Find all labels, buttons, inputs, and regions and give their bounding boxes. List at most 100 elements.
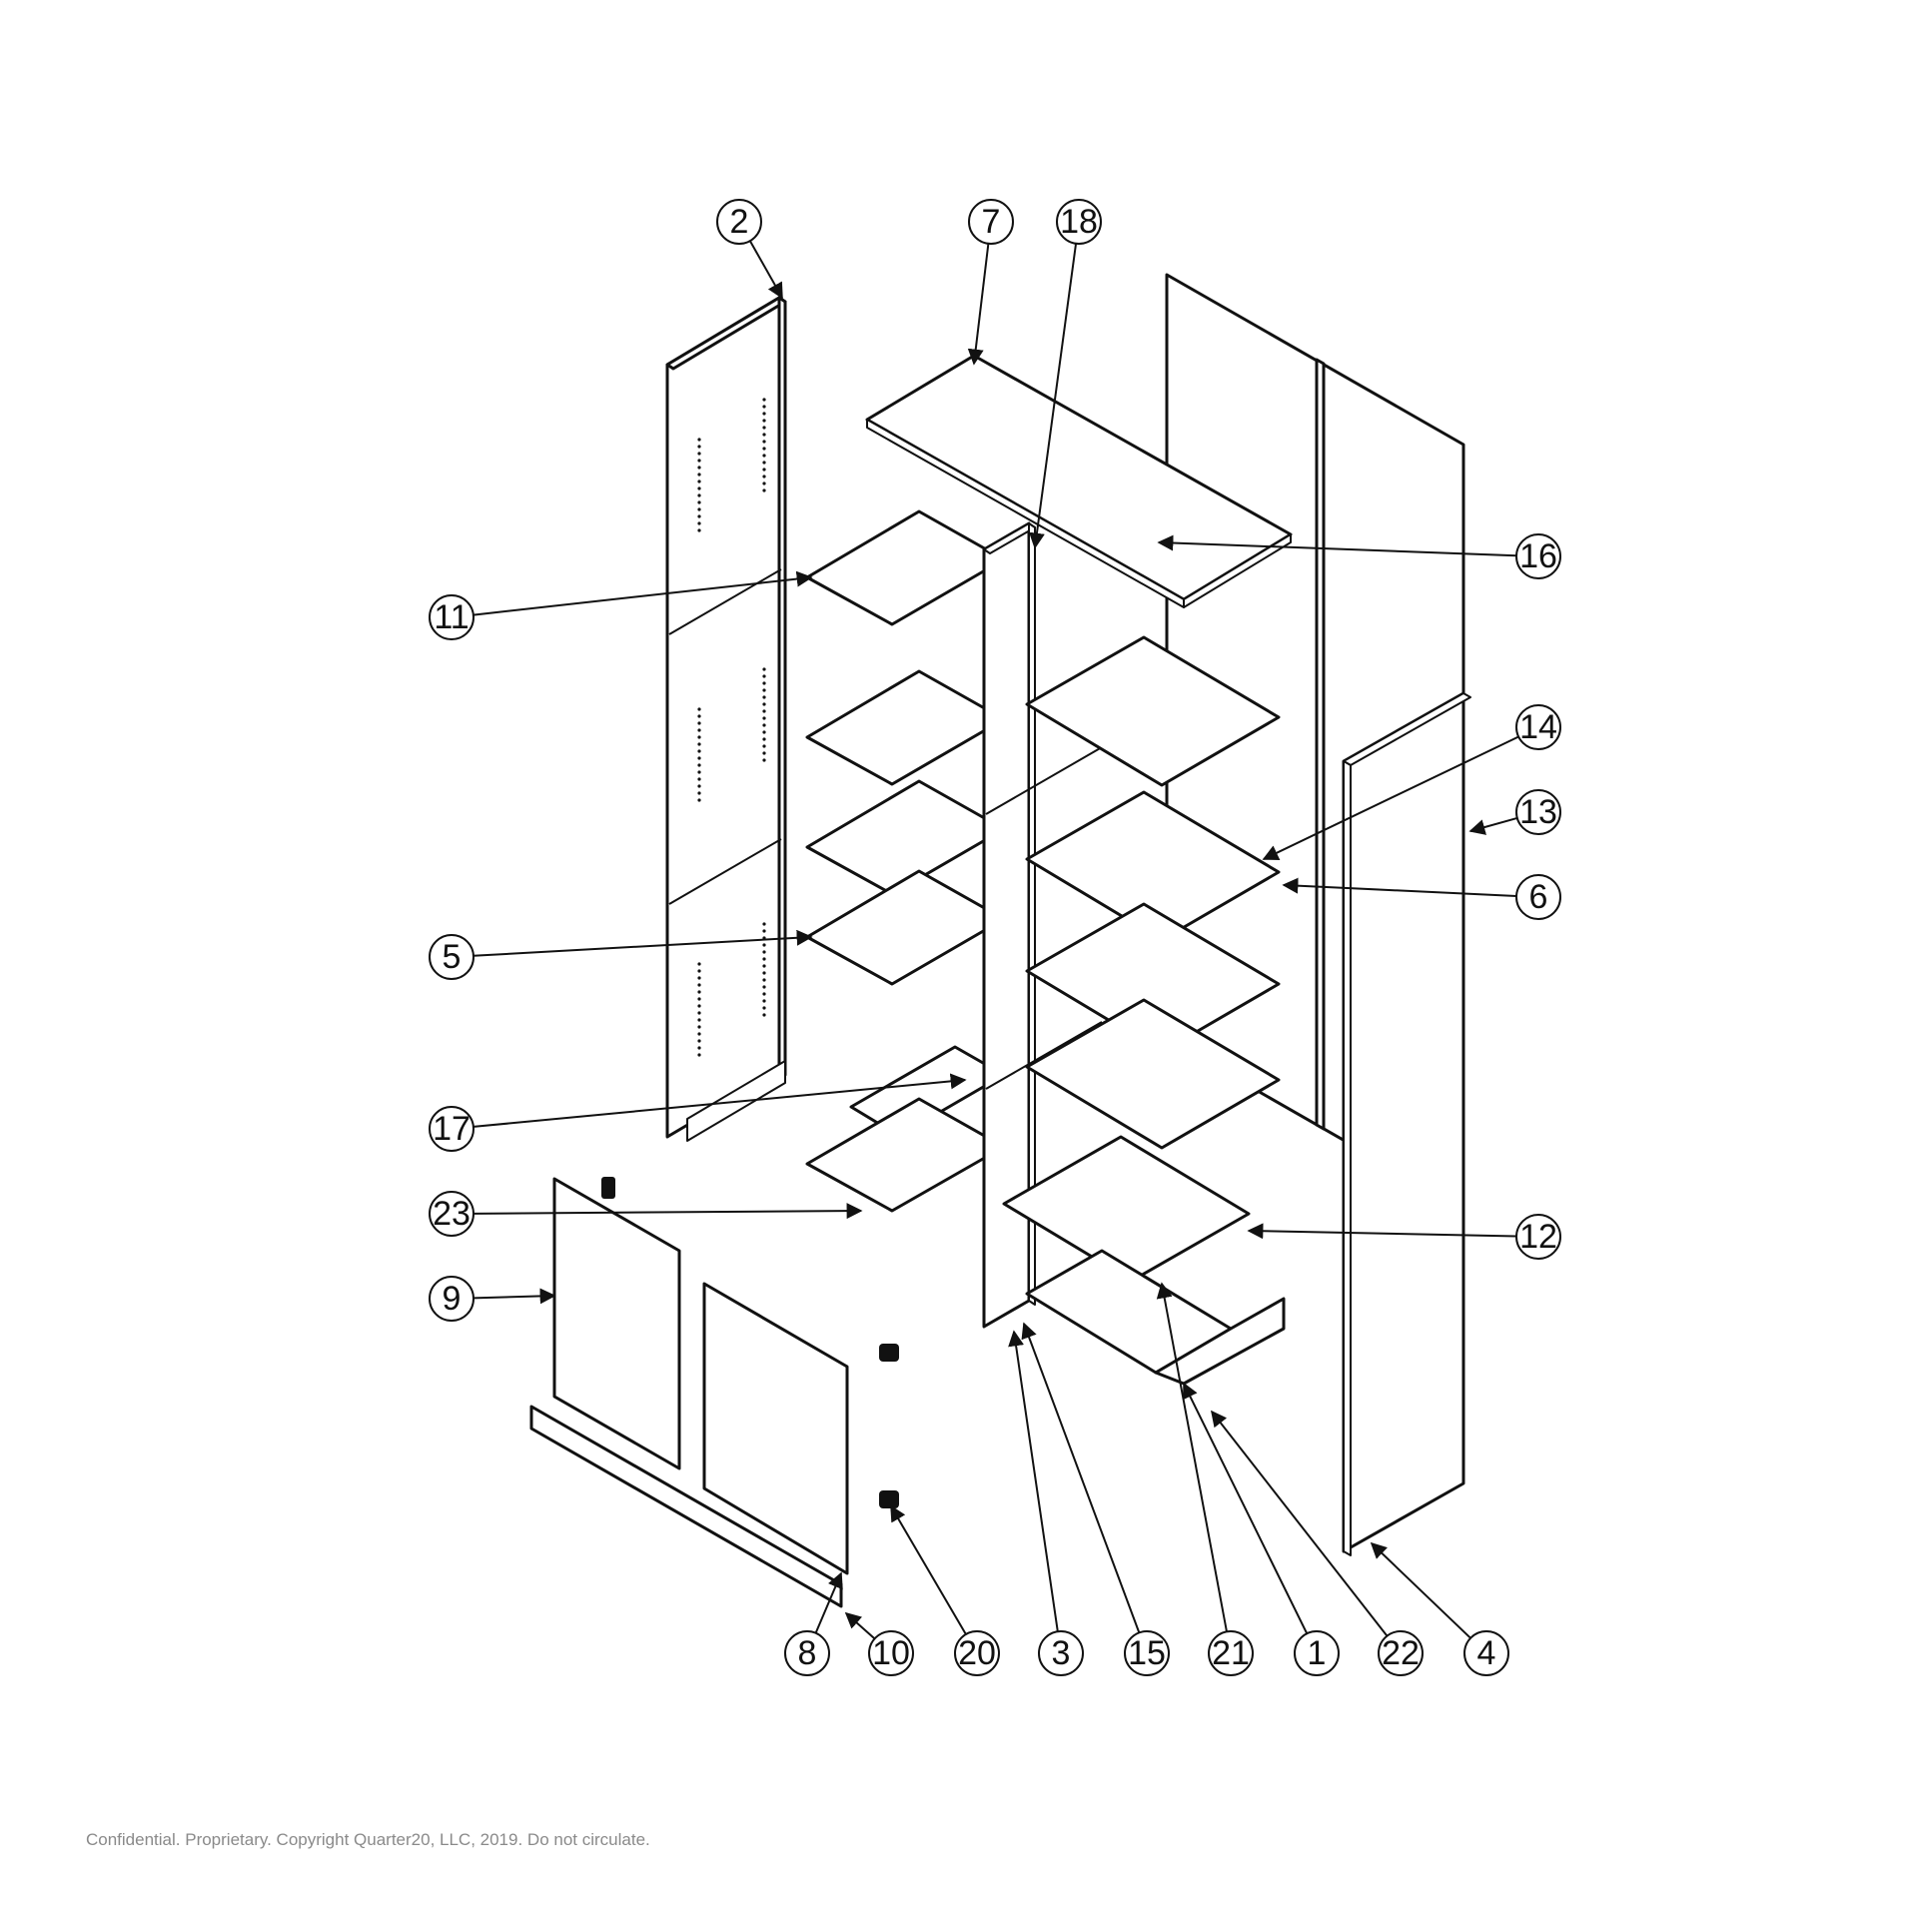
callout-leader-arrow — [890, 1504, 967, 1635]
left-panel-shelf-pin-holes — [697, 398, 766, 1057]
callout-22: 22 — [1211, 1410, 1424, 1676]
callout-leader-arrow — [1370, 1541, 1471, 1639]
callout-leader-arrow — [473, 1288, 556, 1305]
callout-8: 8 — [784, 1571, 843, 1676]
callout-leader-arrow — [1211, 1410, 1389, 1637]
callout-number: 10 — [872, 1634, 910, 1672]
left-door — [552, 1177, 681, 1470]
callout-6: 6 — [1282, 874, 1561, 920]
callout-leader-arrow — [748, 240, 783, 300]
callout-circle — [784, 1630, 830, 1676]
copyright-notice: Confidential. Proprietary. Copyright Qua… — [86, 1830, 650, 1849]
callout-circle — [429, 1191, 475, 1237]
callout-circle — [1294, 1630, 1340, 1676]
callout-number: 5 — [443, 938, 462, 976]
callout-16: 16 — [1157, 533, 1561, 579]
hinge-hardware — [601, 1177, 899, 1508]
callout-number: 1 — [1308, 1634, 1327, 1672]
callout-leader-arrow — [1021, 1322, 1141, 1633]
callout-leader-arrow — [1157, 534, 1517, 557]
callout-circle — [954, 1630, 1000, 1676]
callout-number: 16 — [1519, 537, 1557, 575]
callout-leader-arrow — [1262, 735, 1519, 860]
callout-leader-arrow — [1183, 1382, 1309, 1634]
callout-leader-arrow — [1028, 243, 1078, 549]
callout-circle — [1038, 1630, 1084, 1676]
callout-circle — [429, 594, 475, 640]
callout-number: 23 — [433, 1195, 471, 1233]
callout-10: 10 — [844, 1611, 914, 1676]
callouts: 2 7 18 16 11 14 13 6 5 17 23 12 9 8 10 20 3 15 21 1 22 4 — [429, 199, 1561, 1676]
callout-number: 14 — [1519, 708, 1557, 746]
callout-circle — [1515, 1214, 1561, 1260]
callout-number: 21 — [1212, 1634, 1250, 1672]
right-bay-shelves — [1002, 635, 1286, 1386]
callout-circle — [1515, 874, 1561, 920]
callout-circle — [429, 1276, 475, 1322]
callout-15: 15 — [1021, 1322, 1170, 1676]
callout-number: 7 — [982, 203, 1001, 241]
callout-number: 12 — [1519, 1218, 1557, 1256]
callout-leader-arrow — [814, 1571, 843, 1634]
callout-12: 12 — [1247, 1214, 1561, 1260]
callout-number: 11 — [434, 598, 469, 636]
callout-circle — [1124, 1630, 1170, 1676]
callout-circle — [1378, 1630, 1424, 1676]
callout-leader-arrow — [473, 929, 813, 957]
callout-circle — [716, 199, 762, 245]
callout-leader-arrow — [1156, 1282, 1228, 1632]
callout-number: 17 — [433, 1110, 471, 1148]
left-bay-shelves — [805, 509, 1006, 1213]
callout-leader-arrow — [1247, 1223, 1517, 1240]
callout-20: 20 — [890, 1504, 1000, 1676]
callout-leader-arrow — [1282, 877, 1517, 897]
callout-number: 9 — [443, 1280, 462, 1318]
center-divider-panel — [982, 521, 1103, 1329]
callout-14: 14 — [1262, 704, 1561, 860]
callout-number: 18 — [1060, 203, 1098, 241]
callout-circle — [1515, 533, 1561, 579]
right-door — [702, 1282, 849, 1575]
callout-21: 21 — [1156, 1282, 1254, 1676]
callout-number: 6 — [1529, 878, 1548, 916]
callout-5: 5 — [429, 929, 813, 980]
callout-leader-arrow — [1468, 816, 1518, 835]
callout-circle — [1463, 1630, 1509, 1676]
callout-number: 20 — [958, 1634, 996, 1672]
callout-3: 3 — [1008, 1330, 1084, 1676]
callout-number: 13 — [1519, 793, 1557, 831]
callout-circle — [1208, 1630, 1254, 1676]
callout-leader-arrow — [473, 570, 813, 616]
callout-23: 23 — [429, 1191, 863, 1237]
top-panel — [865, 354, 1293, 608]
callout-2: 2 — [716, 199, 783, 300]
callout-number: 22 — [1382, 1634, 1420, 1672]
callout-4: 4 — [1370, 1541, 1509, 1676]
left-side-panel — [665, 296, 787, 1142]
callout-circle — [968, 199, 1014, 245]
callout-leader-arrow — [967, 243, 990, 366]
toe-kick — [529, 1405, 843, 1608]
callout-number: 4 — [1477, 1634, 1496, 1672]
callout-13: 13 — [1468, 789, 1561, 835]
callout-number: 2 — [730, 203, 749, 241]
callout-circle — [429, 1106, 475, 1152]
callout-leader-arrow — [473, 1073, 967, 1128]
callout-leader-arrow — [473, 1203, 863, 1220]
callout-leader-arrow — [1008, 1330, 1059, 1632]
right-side-panel — [1342, 691, 1471, 1556]
callout-circle — [429, 934, 475, 980]
callout-circle — [1515, 704, 1561, 750]
callout-leader-arrow — [844, 1611, 876, 1640]
callout-1: 1 — [1183, 1382, 1340, 1676]
callout-number: 15 — [1128, 1634, 1166, 1672]
callout-11: 11 — [429, 570, 813, 640]
callout-18: 18 — [1028, 199, 1102, 549]
callout-circle — [868, 1630, 914, 1676]
callout-number: 8 — [798, 1634, 817, 1672]
callout-9: 9 — [429, 1276, 556, 1322]
callout-17: 17 — [429, 1073, 967, 1152]
callout-circle — [1515, 789, 1561, 835]
callout-circle — [1056, 199, 1102, 245]
callout-number: 3 — [1052, 1634, 1071, 1672]
